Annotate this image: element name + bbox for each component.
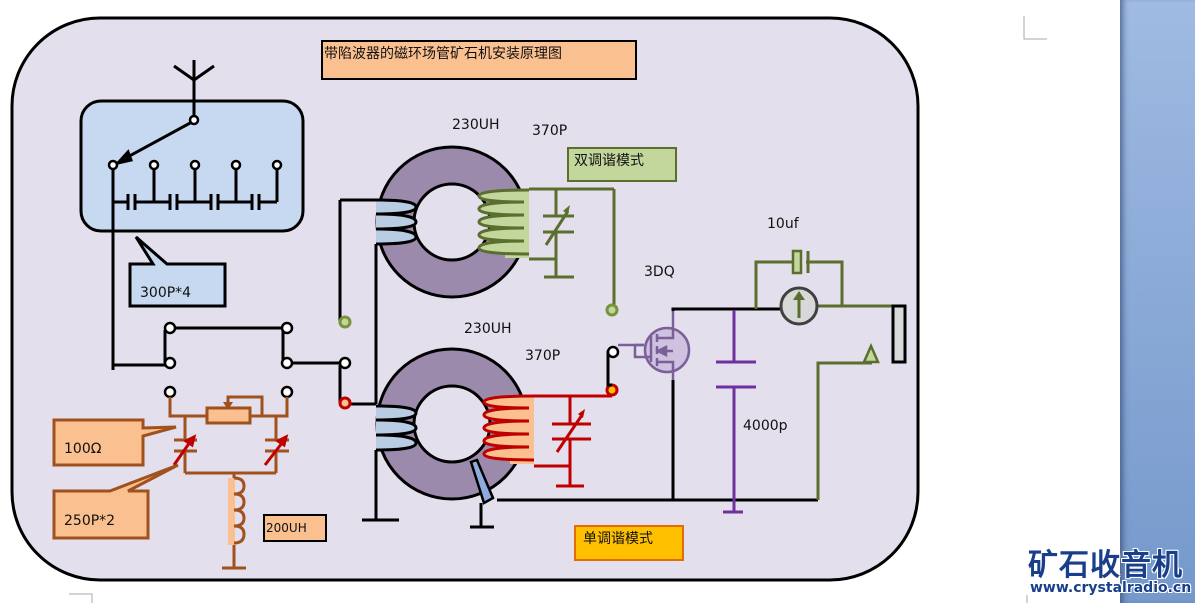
label-lower-capacitance: 370P (525, 348, 560, 364)
label-trap-capacitors: 250P*2 (64, 513, 115, 529)
capacitor-bank-300p (111, 166, 279, 370)
upper-primary-coil (374, 198, 418, 404)
tap-terminals[interactable] (107, 114, 283, 171)
potentiometer-wiper (223, 402, 233, 410)
single-tuning-mode-label: 单调谐模式 (583, 531, 653, 547)
lower-capacitor-arrow (578, 409, 585, 418)
trap-resistor (205, 406, 252, 425)
label-transistor: 3DQ (644, 264, 675, 280)
label-trap-resistor: 100Ω (64, 441, 102, 457)
output-wiring (497, 307, 818, 502)
page-title: 带陷波器的磁环场管矿石机安装原理图 (324, 46, 562, 62)
page-margin-marks (69, 16, 1047, 603)
single-tuning-mode-box (574, 525, 684, 561)
callout-100ohm (52, 418, 177, 467)
upper-toroid (375, 145, 529, 299)
label-box-200uh (263, 514, 327, 542)
label-trap-inductor: 200UH (266, 521, 307, 535)
lower-primary-coil (362, 404, 418, 522)
upper-tuning-circuit (529, 187, 616, 305)
label-lower-inductance: 230UH (464, 321, 512, 337)
terminal-green-right[interactable] (605, 303, 619, 317)
callout-300p (128, 235, 227, 308)
terminal-red-left[interactable] (338, 396, 352, 410)
label-bypass-capacitor: 4000p (743, 418, 788, 434)
coupling-capacitor-plate (791, 249, 803, 275)
trap-variable-capacitor-arrows (172, 434, 289, 466)
window-background (1120, 0, 1195, 603)
terminal-green-left[interactable] (338, 315, 352, 329)
site-logo: 矿石收音机 www.crystalradio.cn (1028, 540, 1193, 600)
label-coupling-capacitor: 10uf (767, 216, 800, 232)
upper-secondary-coil (477, 188, 530, 258)
label-upper-capacitance: 370P (532, 123, 567, 139)
ground-tap-wire (469, 458, 495, 529)
bypass-capacitor (716, 310, 756, 514)
lower-toroid (375, 347, 529, 501)
double-tuning-mode-box (567, 147, 677, 182)
callout-250p (52, 463, 179, 540)
label-antenna-capacitors: 300P*4 (140, 285, 191, 301)
ammeter-icon (779, 286, 819, 326)
logo-url: www.crystalradio.cn (1030, 580, 1192, 596)
output-terminal-triangle (862, 342, 880, 364)
lower-tuning-circuit (534, 394, 612, 488)
antenna-selector-switch (113, 60, 196, 166)
lower-secondary-coil (482, 394, 535, 464)
trap-inductor (228, 476, 246, 545)
title-box (321, 40, 637, 80)
upper-capacitor-arrow (563, 205, 570, 214)
mosfet-icon (618, 311, 691, 380)
terminal-gate[interactable] (606, 345, 620, 359)
double-tuning-mode-label: 双调谐模式 (574, 153, 644, 169)
logo-title: 矿石收音机 (1028, 548, 1183, 583)
earphone-icon[interactable] (891, 304, 907, 364)
label-upper-inductance: 230UH (452, 117, 500, 133)
meter-circuit (754, 260, 892, 500)
